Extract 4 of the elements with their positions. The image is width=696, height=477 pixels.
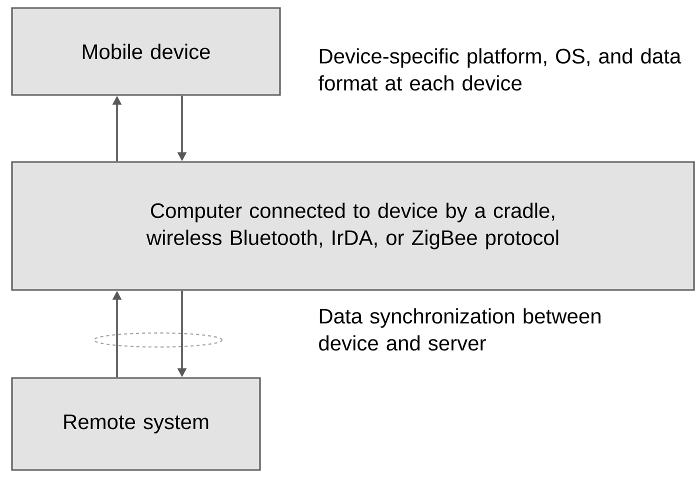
process-box: Mobile device — [11, 7, 281, 96]
note-text: Device-specific platform, OS, and data format at each device — [318, 48, 682, 91]
process-box: Computer connected to device by a cradle, wireless Bluetooth, IrDA, or ZigBee protocol — [11, 161, 695, 291]
process-box: Remote system — [11, 377, 261, 471]
